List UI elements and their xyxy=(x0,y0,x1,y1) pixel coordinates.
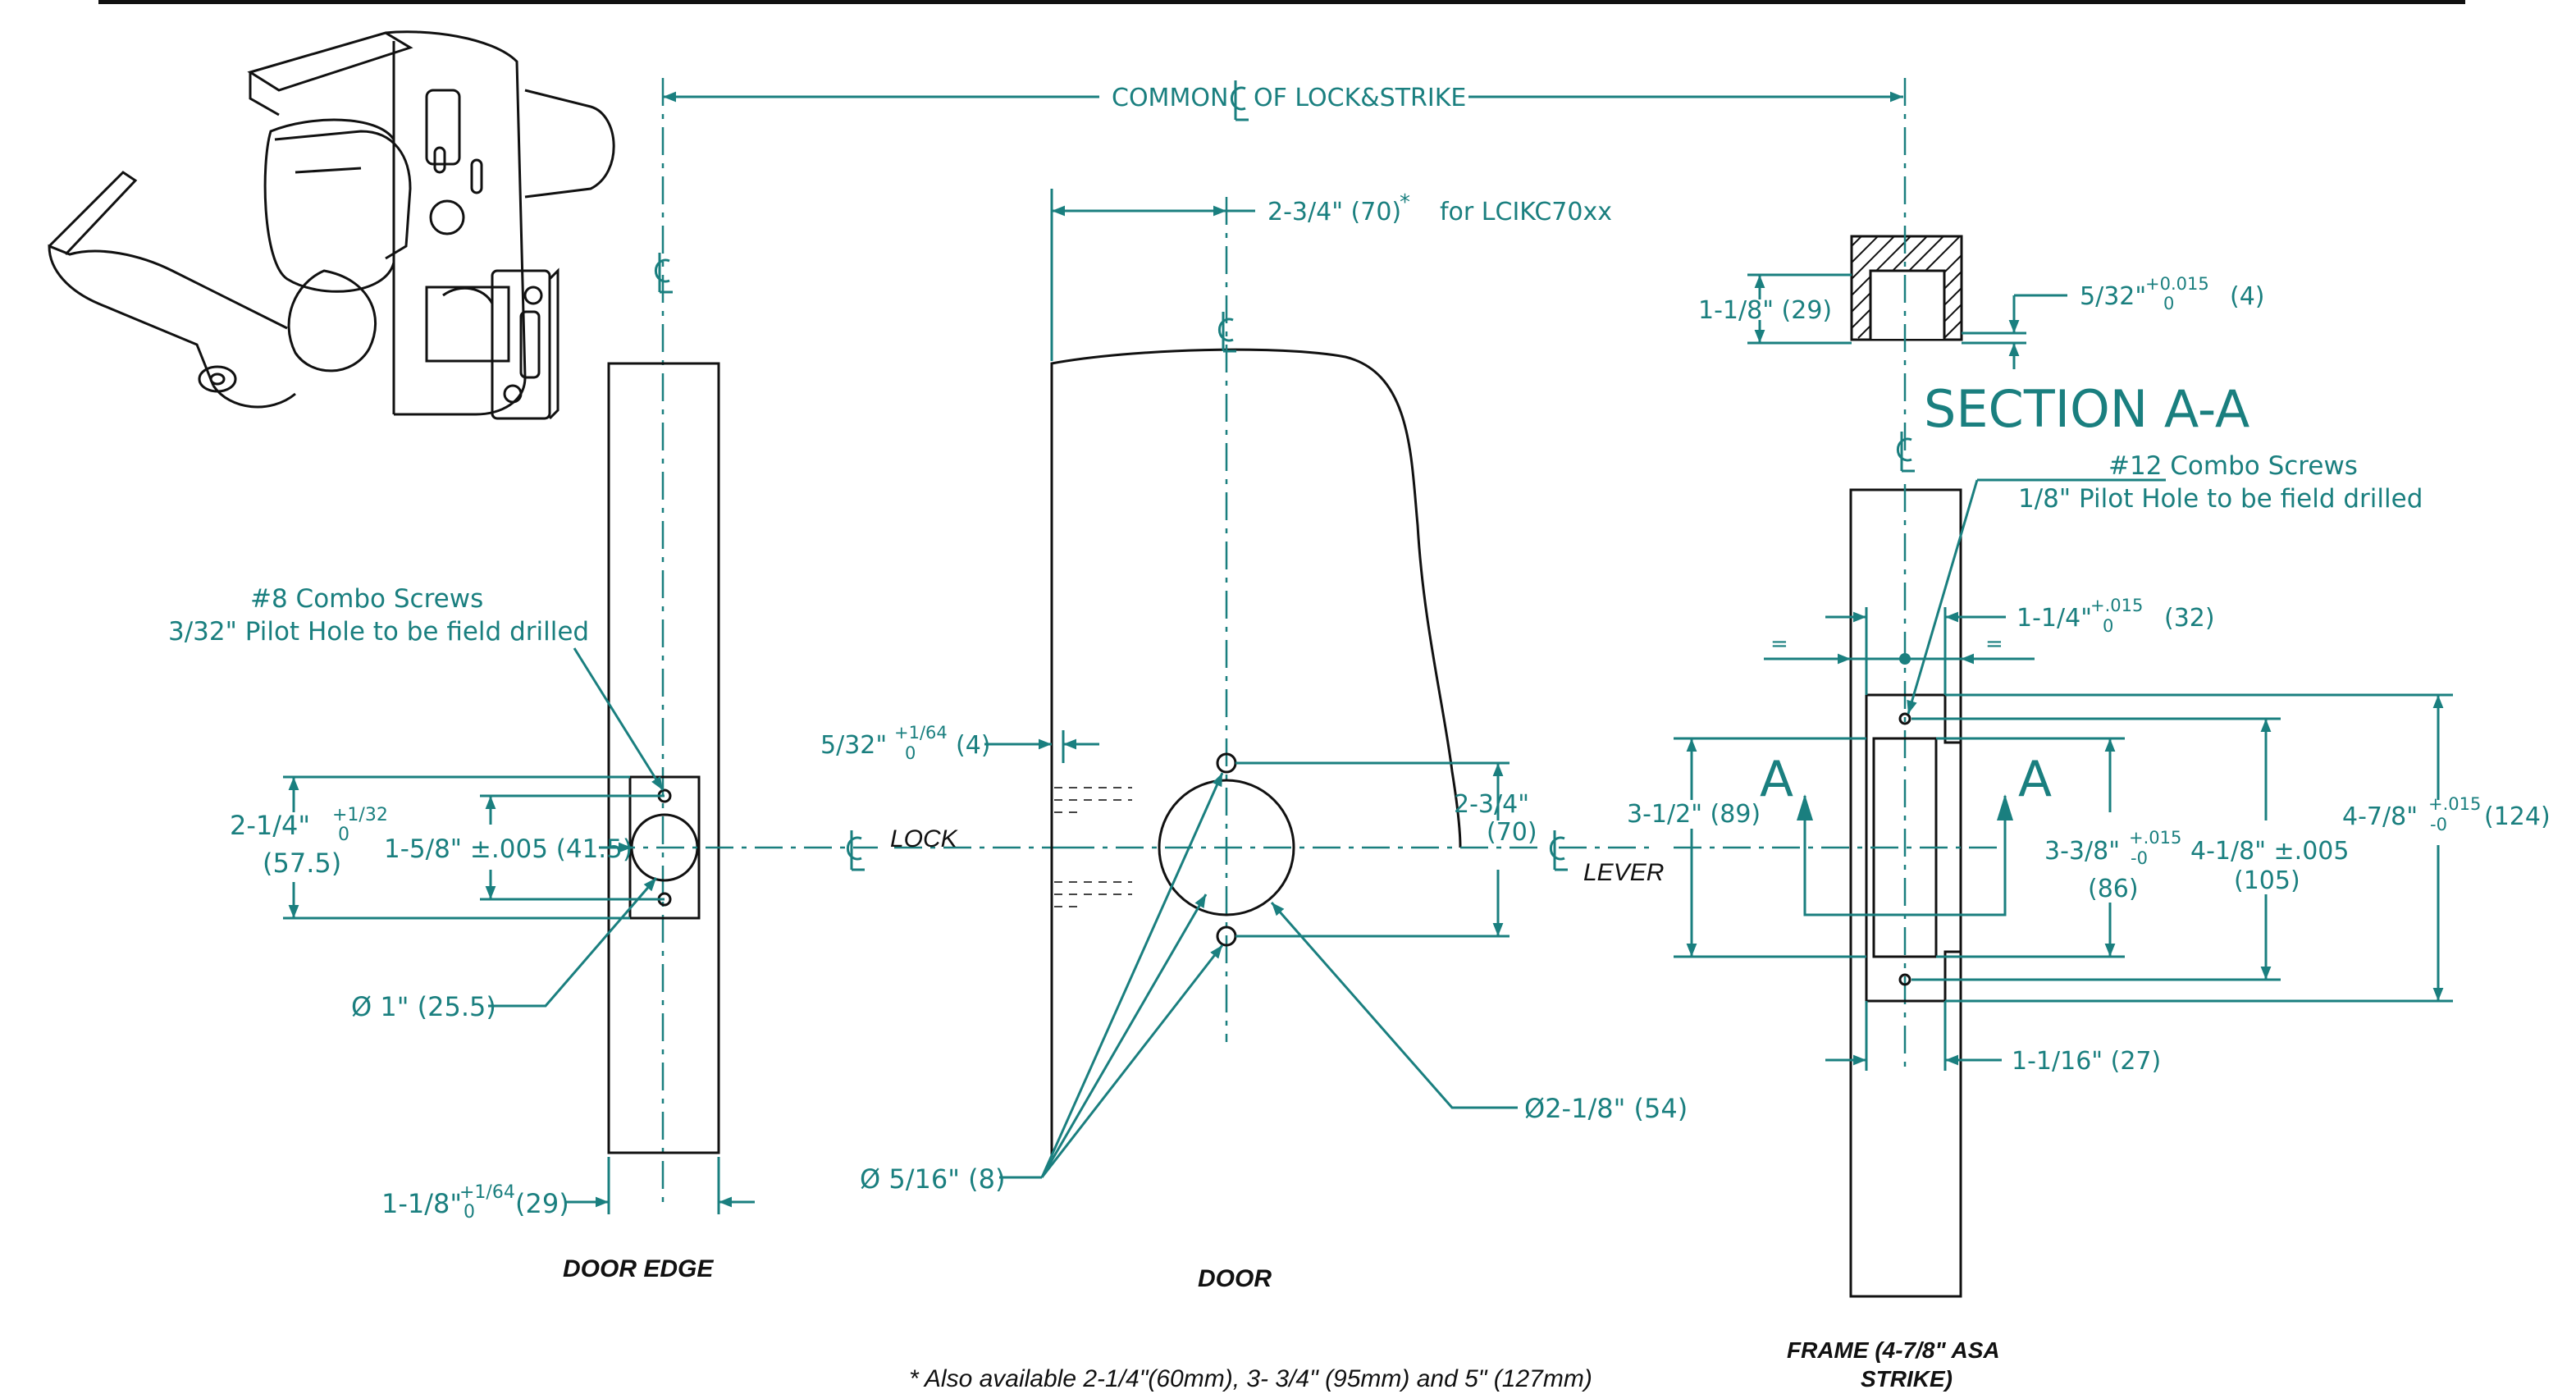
cl-symbol-icon xyxy=(1230,80,1249,121)
common-centerline-dimension: COMMON OF LOCK&STRIKE xyxy=(663,80,1903,121)
frame-view: #12 Combo Screws 1/8" Pilot Hole to be f… xyxy=(1627,432,2551,1392)
faceplate-height-mm: (57.5) xyxy=(263,848,341,879)
strike-len-main: 4-7/8" xyxy=(2342,802,2418,831)
strike-len-mm: (124) xyxy=(2484,802,2551,831)
strike-screw-main: 4-1/8" ±.005 xyxy=(2190,837,2349,866)
strike-open-mm: (86) xyxy=(2088,875,2139,903)
cl-symbol-icon xyxy=(654,253,673,294)
combo8-line1: #8 Combo Screws xyxy=(250,584,483,614)
edge-inset-tol-top: +1/64 xyxy=(894,723,948,743)
door-edge-view: 2-1/4" +1/32 0 (57.5) 1-5/8" ±.005 (41.5… xyxy=(168,78,1066,1282)
door-thick-mm: (29) xyxy=(515,1188,569,1219)
bore-hole-dim: Ø2-1/8" (54) xyxy=(1524,1093,1688,1124)
strike-screw-mm: (105) xyxy=(2234,866,2300,895)
frame-width-mm: (32) xyxy=(2164,604,2215,633)
backset-dim: 2-3/4" (70) xyxy=(1267,198,1401,226)
backset-for: for LCIKC70xx xyxy=(1440,198,1612,226)
combo12-line2: 1/8" Pilot Hole to be field drilled xyxy=(2018,484,2423,514)
strike-open-main: 3-3/8" xyxy=(2044,837,2120,866)
strike-open-tol-bot: -0 xyxy=(2131,848,2148,868)
door-edge-outline xyxy=(607,362,720,1154)
common-cl-label: COMMON xyxy=(1112,84,1228,112)
section-lip-main: 5/32" xyxy=(2080,282,2146,311)
cl-symbol-icon xyxy=(1217,312,1236,353)
bore-hole xyxy=(1158,779,1295,916)
small-holes-dim: Ø 5/16" (8) xyxy=(860,1163,1005,1195)
equal-left: = xyxy=(1770,632,1788,656)
section-a-right: A xyxy=(2018,751,2052,808)
section-a-a: 1-1/8" (29) 5/32" +0.015 0 (4) SECTION A… xyxy=(1698,78,2265,459)
cl-symbol-icon xyxy=(1896,432,1915,473)
cl-symbol-icon xyxy=(1549,830,1568,871)
strike-len-tol-top: +.015 xyxy=(2428,794,2481,814)
faceplate-height-tol-bot: 0 xyxy=(338,825,349,845)
caption-frame-2: STRIKE) xyxy=(1861,1366,1953,1392)
combo8-line2: 3/32" Pilot Hole to be field drilled xyxy=(168,617,589,647)
door-thick-main: 1-1/8" xyxy=(381,1188,462,1219)
edge-inset-tol-bot: 0 xyxy=(905,743,916,763)
footnote: * Also available 2-1/4"(60mm), 3- 3/4" (… xyxy=(909,1365,1592,1392)
hole-spacing-mm: (70) xyxy=(1487,818,1537,847)
latch-hole-dim: Ø 1" (25.5) xyxy=(351,991,496,1022)
strike-open-tol-top: +.015 xyxy=(2129,828,2181,848)
strike-len-tol-bot: -0 xyxy=(2430,815,2447,834)
strike-depth-dim: 1-1/16" (27) xyxy=(2012,1047,2161,1076)
edge-inset-main: 5/32" xyxy=(820,731,887,760)
strike-pos-dim: 3-1/2" (89) xyxy=(1627,800,1761,829)
section-depth-dim: 1-1/8" (29) xyxy=(1698,296,1832,325)
caption-door: DOOR xyxy=(1198,1265,1272,1292)
section-lip-tol-bot: 0 xyxy=(2163,294,2174,313)
caption-frame-1: FRAME (4-7/8" ASA xyxy=(1787,1337,2000,1363)
screw-spacing-dim: 1-5/8" ±.005 (41.5) xyxy=(384,834,633,864)
cl-symbol-icon xyxy=(846,830,865,871)
door-outline xyxy=(1050,348,1462,1157)
frame-width-tol-bot: 0 xyxy=(2103,616,2113,636)
equal-right: = xyxy=(1985,632,2003,656)
strike-plate xyxy=(1865,693,1962,1003)
section-a-left: A xyxy=(1760,751,1793,808)
frame-width-tol-top: +.015 xyxy=(2090,596,2143,615)
door-thick-tol-bot: 0 xyxy=(464,1202,475,1223)
hole-spacing-in: 2-3/4" xyxy=(1454,790,1529,819)
door-thick-tol-top: +1/64 xyxy=(459,1182,515,1203)
lever-label: LEVER xyxy=(1583,859,1664,886)
lock-label: LOCK xyxy=(890,825,959,852)
common-cl-tail: OF LOCK&STRIKE xyxy=(1254,84,1466,112)
edge-inset-mm: (4) xyxy=(956,731,991,760)
faceplate-height-main: 2-1/4" xyxy=(230,810,310,841)
section-title: SECTION A-A xyxy=(1924,379,2249,439)
section-lip-mm: (4) xyxy=(2230,282,2265,311)
lever-lock-icon xyxy=(48,30,615,420)
section-lip-tol-top: +0.015 xyxy=(2145,274,2209,294)
door-view: LOCK 2-3/4" (70) * for LCIKC70xx 5/32" +… xyxy=(820,189,1688,1292)
frame-width-main: 1-1/4" xyxy=(2016,604,2092,633)
faceplate-height-tol-top: +1/32 xyxy=(332,805,388,825)
backset-star: * xyxy=(1400,190,1410,215)
caption-door-edge: DOOR EDGE xyxy=(563,1255,714,1282)
combo12-line1: #12 Combo Screws xyxy=(2108,451,2358,481)
